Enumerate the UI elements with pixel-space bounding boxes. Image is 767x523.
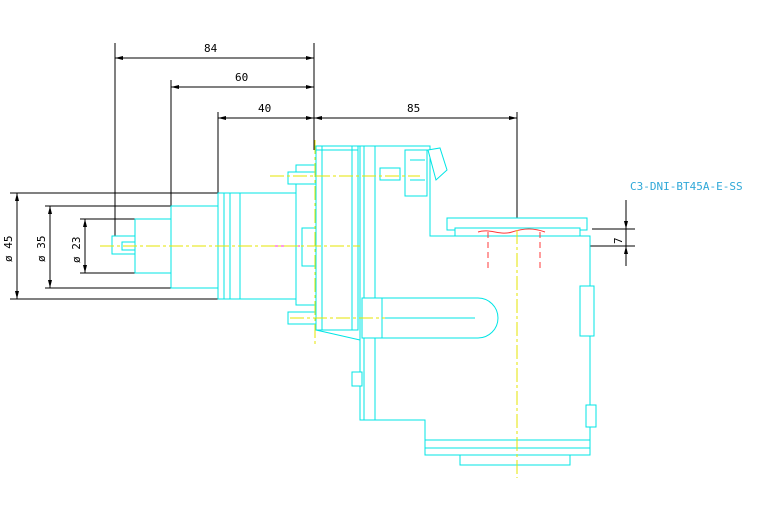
dimension-dia35: ø 35 <box>35 205 178 289</box>
dimension-60: 60 <box>170 71 314 208</box>
centerlines <box>100 140 518 478</box>
dim-85-label: 85 <box>407 102 420 115</box>
drive-shaft <box>290 297 499 339</box>
dim-84-label: 84 <box>204 42 218 55</box>
dim-40-label: 40 <box>258 102 271 115</box>
clamp-lever <box>379 147 448 197</box>
dim-dia45-label: ø 45 <box>2 236 15 263</box>
dim-dia35-label: ø 35 <box>35 236 48 263</box>
part-number-label: C3-DNI-BT45A-E-SS <box>630 180 743 193</box>
dim-7-label: 7 <box>612 237 625 244</box>
dimension-85: 85 <box>314 102 518 218</box>
dimension-84: 84 <box>114 42 315 250</box>
dimension-dia45: ø 45 <box>2 192 240 300</box>
dim-60-label: 60 <box>235 71 248 84</box>
dimension-dia23: ø 23 <box>70 218 135 274</box>
dim-dia23-label: ø 23 <box>70 237 83 264</box>
dimension-40: 40 <box>217 102 314 196</box>
